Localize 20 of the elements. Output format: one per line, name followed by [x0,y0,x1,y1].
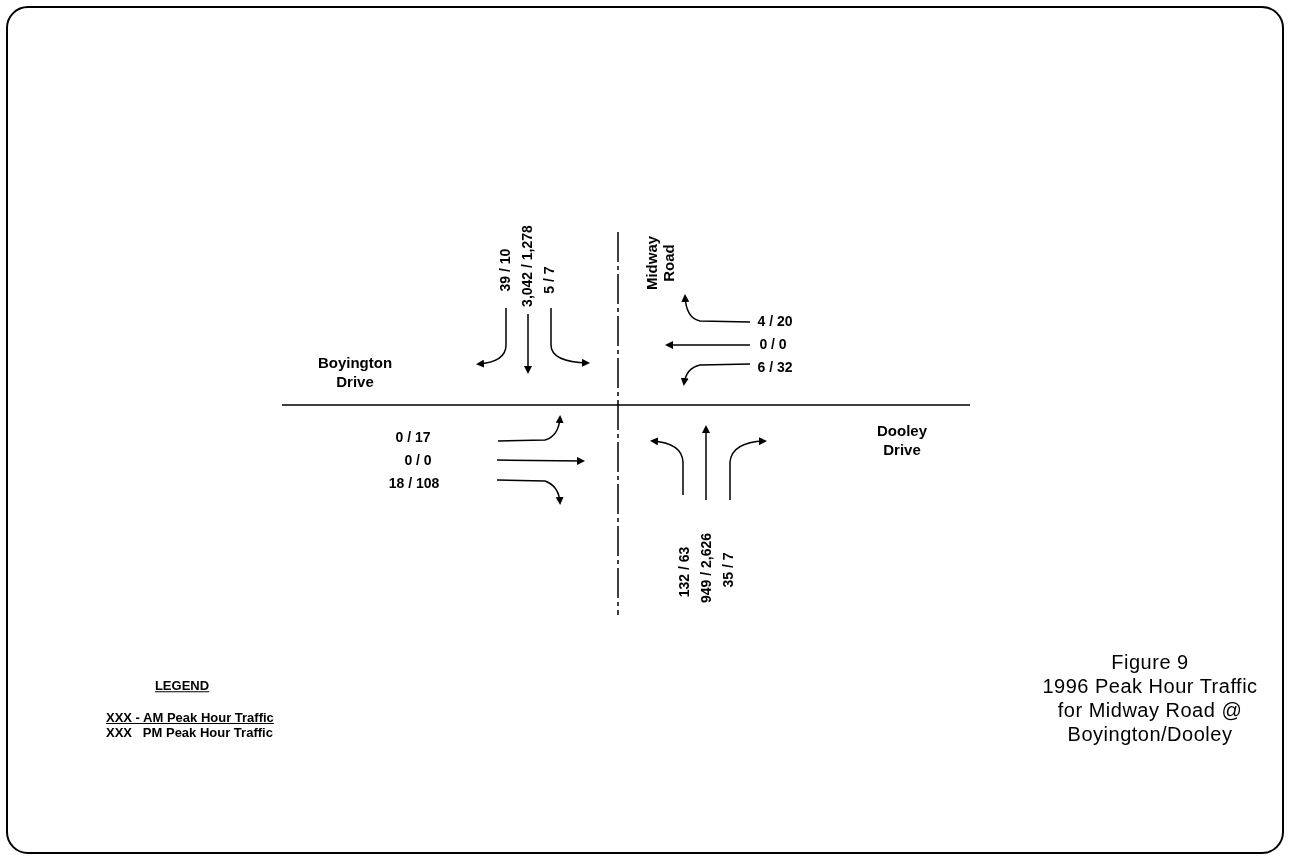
traffic-volume: 5 / 7 [541,266,557,294]
traffic-volume: 0 / 0 [404,452,432,468]
traffic-volume: 18 / 108 [388,475,440,491]
road-name: Midway Road [643,234,677,293]
traffic-volume: 132 / 63 [676,546,692,598]
traffic-volume: 949 / 2,626 [698,532,714,604]
traffic-volume: 6 / 32 [757,359,793,375]
legend-heading: LEGEND [154,677,210,696]
legend-entry: XXX PM Peak Hour Traffic [106,725,274,740]
traffic-volume: 39 / 10 [497,248,513,292]
road-name: Dooley Drive [876,421,928,459]
traffic-volume: 4 / 20 [757,313,793,329]
figure-title: Figure 9 [1111,650,1189,674]
traffic-volume: 0 / 0 [759,336,787,352]
legend-entry: XXX - AM Peak Hour Traffic [106,710,274,725]
road-name: Boyington Drive [316,353,394,391]
traffic-volume: 35 / 7 [720,552,736,588]
figure-caption: 1996 Peak Hour Traffic for Midway Road @ Boyington/Dooley [1041,674,1259,746]
traffic-volume: 3,042 / 1,278 [519,225,535,307]
traffic-volume: 0 / 17 [395,429,431,445]
